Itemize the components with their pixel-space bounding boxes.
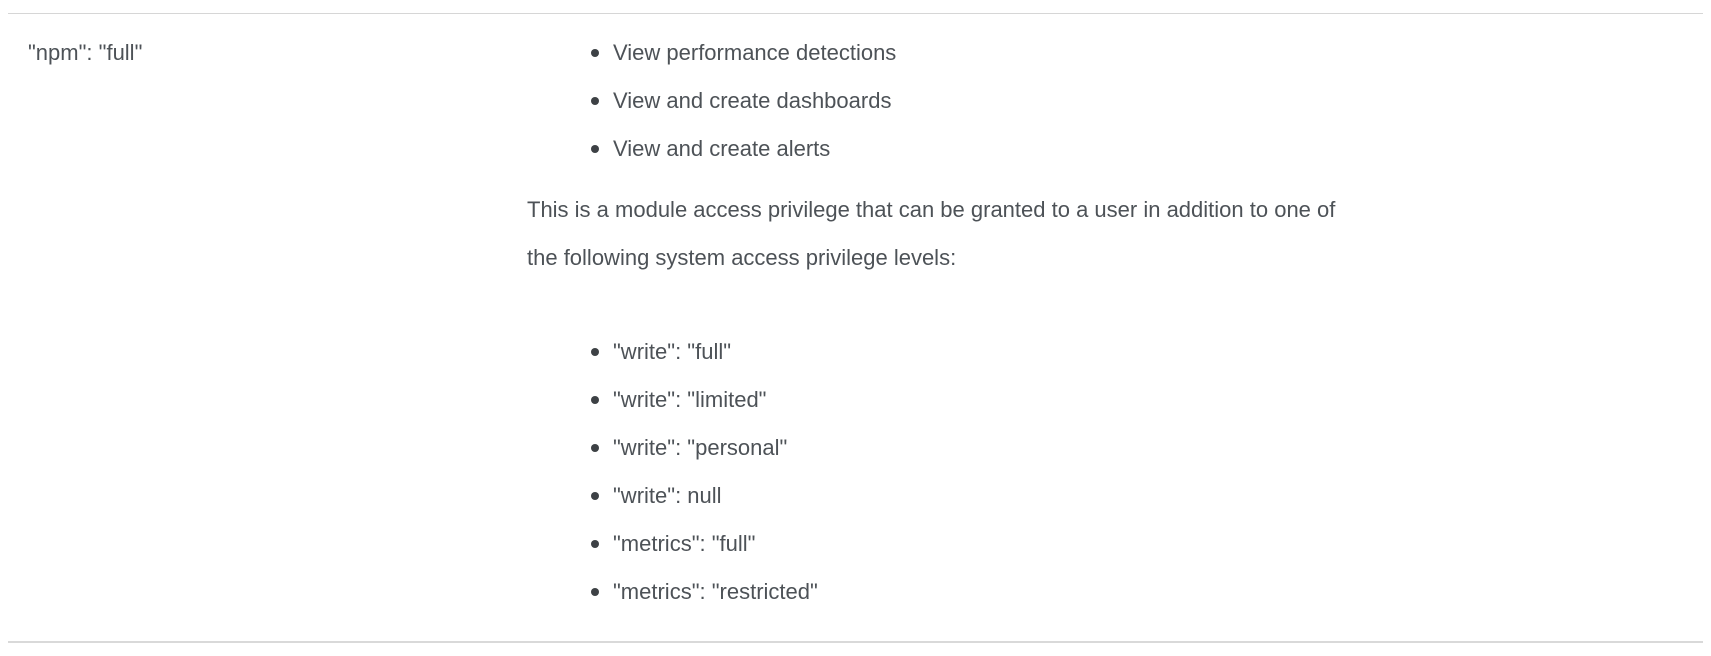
system-access-levels-list: "write": "full""write": "limited""write"… [527,328,1693,616]
module-permission-item: View and create dashboards [591,77,1693,125]
privilege-value: "npm": "full" [28,40,143,65]
system-access-level-item: "write": "full" [591,328,1693,376]
module-permission-item: View performance detections [591,29,1693,77]
system-access-level-item: "metrics": "restricted" [591,568,1693,616]
privilege-value-cell: "npm": "full" [8,14,527,92]
module-permission-item: View and create alerts [591,125,1693,173]
system-access-level-item: "metrics": "full" [591,520,1693,568]
system-access-level-item: "write": "personal" [591,424,1693,472]
system-access-level-item: "write": null [591,472,1693,520]
description-line-2: the following system access privilege le… [527,245,957,270]
description-paragraph: This is a module access privilege that c… [527,186,1693,282]
description-line-1: This is a module access privilege that c… [527,197,1336,222]
system-access-level-item: "write": "limited" [591,376,1693,424]
privilege-table-row: "npm": "full" View performance detection… [8,13,1703,643]
